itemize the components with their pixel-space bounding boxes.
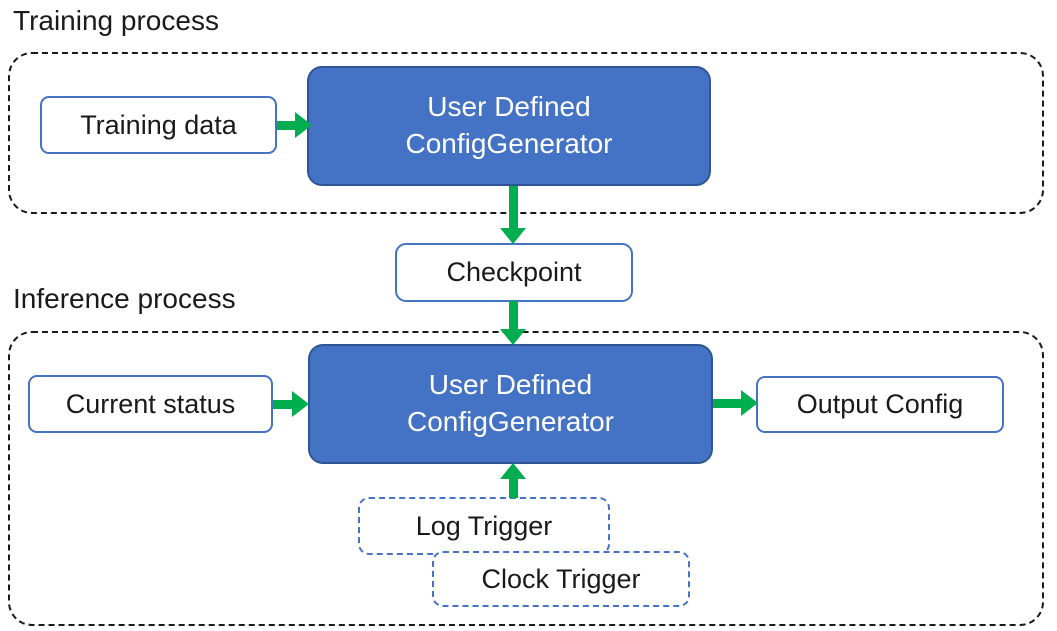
checkpoint-box: Checkpoint <box>395 243 633 302</box>
arrow-shaft <box>508 479 518 498</box>
arrow-shaft <box>277 120 295 130</box>
arrow-checkpoint-to-generator <box>500 301 526 345</box>
training-process-label: Training process <box>13 5 219 36</box>
arrow-head-right-icon <box>295 112 312 138</box>
training-data-box: Training data <box>40 96 277 154</box>
arrow-training-data-to-generator <box>277 112 312 138</box>
arrow-shaft <box>713 398 741 408</box>
arrow-head-right-icon <box>292 391 309 417</box>
arrow-shaft <box>273 399 292 409</box>
arrow-shaft <box>508 301 518 329</box>
arrow-shaft <box>508 186 518 228</box>
inference-process-container <box>8 331 1044 626</box>
arrow-head-down-icon <box>500 329 526 345</box>
arrow-head-up-icon <box>500 463 526 479</box>
generator-label-line1: User Defined <box>428 369 593 401</box>
arrow-generator-to-checkpoint <box>500 186 526 244</box>
clock-trigger-box: Clock Trigger <box>432 551 690 607</box>
arrow-triggers-to-generator <box>500 463 526 498</box>
arrow-current-status-to-generator <box>273 391 309 417</box>
generator-label-line2: ConfigGenerator <box>406 406 614 437</box>
generator-label-line2: ConfigGenerator <box>405 128 613 159</box>
inference-config-generator-box: User Defined ConfigGenerator <box>308 344 713 464</box>
current-status-box: Current status <box>28 375 273 433</box>
output-config-box: Output Config <box>756 376 1004 433</box>
inference-process-label: Inference process <box>13 283 236 314</box>
training-process-container <box>8 52 1044 214</box>
arrow-generator-to-output-config <box>713 390 758 416</box>
generator-label-line1: User Defined <box>427 91 591 123</box>
arrow-head-right-icon <box>741 390 758 416</box>
training-config-generator-box: User Defined ConfigGenerator <box>307 66 711 186</box>
arrow-head-down-icon <box>500 228 526 244</box>
log-trigger-box: Log Trigger <box>358 497 610 555</box>
